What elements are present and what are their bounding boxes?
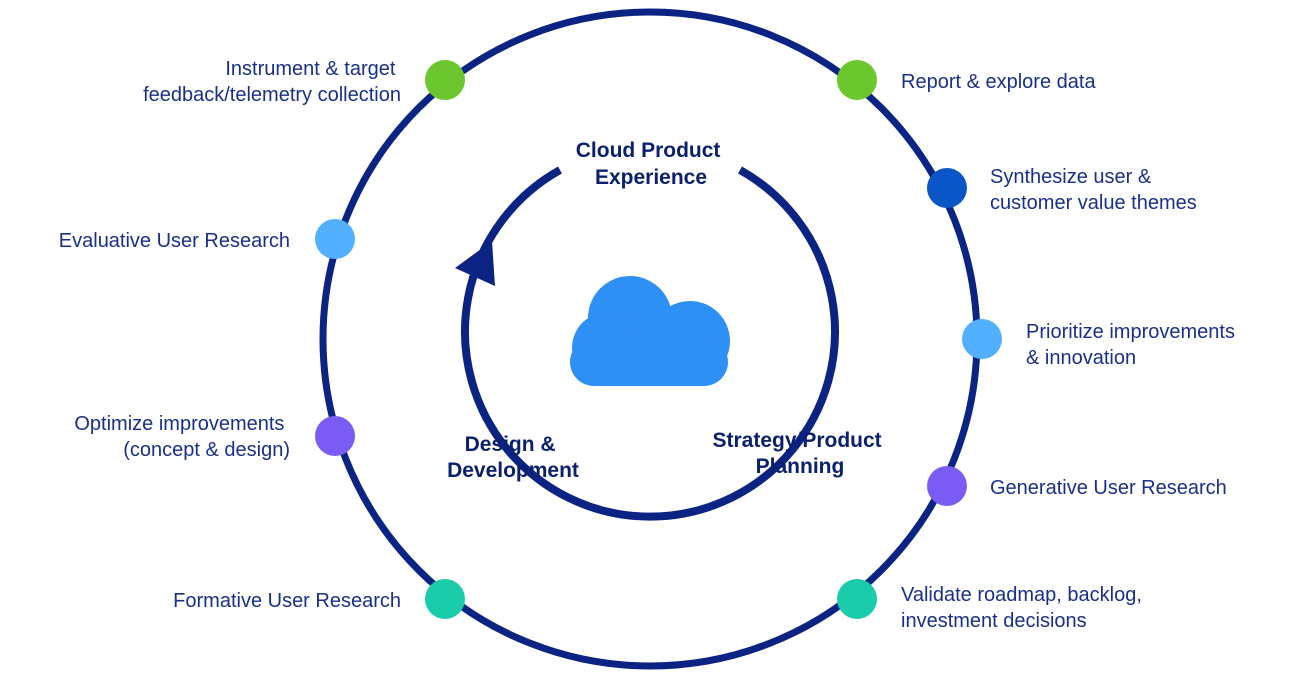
stage-label-prioritize: Prioritize improvements & innovation — [1026, 321, 1241, 369]
stage-label-validate-line-2: investment decisions — [901, 610, 1087, 632]
stage-marker-formative — [425, 579, 465, 619]
stage-label-formative-line-1: Formative User Research — [173, 590, 401, 612]
stage-label-optimize-line-2: (concept & design) — [123, 439, 290, 461]
center-right-label: Strategy/Product Planning — [712, 429, 887, 478]
stage-label-instrument-line-1: Instrument & target — [225, 58, 396, 80]
stage-marker-report — [837, 60, 877, 100]
center-left-label: Design & Development — [447, 433, 579, 482]
center-top-label-line-1: Cloud Product — [576, 139, 721, 162]
stage-marker-validate — [837, 579, 877, 619]
center-left-label-line-1: Design & — [465, 433, 556, 456]
cycle-arrow-icon — [455, 241, 495, 286]
stage-label-generative: Generative User Research — [990, 477, 1227, 499]
center-left-label-line-2: Development — [447, 459, 579, 482]
stage-marker-instrument — [425, 60, 465, 100]
inner-cycle-arc — [461, 166, 839, 521]
stage-label-synthesize: Synthesize user & customer value themes — [990, 166, 1197, 214]
stage-label-report: Report & explore data — [901, 71, 1096, 93]
stage-label-instrument-line-2: feedback/telemetry collection — [143, 84, 401, 106]
cloud-icon — [570, 276, 730, 386]
stage-label-generative-line-1: Generative User Research — [990, 477, 1227, 499]
stage-marker-generative — [927, 466, 967, 506]
stage-label-report-line-1: Report & explore data — [901, 71, 1096, 93]
stage-marker-optimize — [315, 416, 355, 456]
stage-label-evaluative: Evaluative User Research — [59, 230, 290, 252]
stage-marker-evaluative — [315, 219, 355, 259]
stage-marker-prioritize — [962, 319, 1002, 359]
stage-marker-synthesize — [927, 168, 967, 208]
stage-label-validate: Validate roadmap, backlog, investment de… — [901, 584, 1147, 632]
center-right-label-line-1: Strategy/Product — [712, 429, 881, 452]
center-right-label-line-2: Planning — [756, 455, 845, 478]
stage-label-optimize: Optimize improvements (concept & design) — [74, 413, 290, 461]
center-top-label-line-2: Experience — [595, 166, 707, 189]
stage-label-prioritize-line-2: & innovation — [1026, 347, 1136, 369]
center-top-label: Cloud Product Experience — [576, 139, 727, 189]
stage-label-prioritize-line-1: Prioritize improvements — [1026, 321, 1235, 343]
stage-label-optimize-line-1: Optimize improvements — [74, 413, 284, 435]
stage-label-evaluative-line-1: Evaluative User Research — [59, 230, 290, 252]
stage-label-synthesize-line-2: customer value themes — [990, 192, 1197, 214]
stage-label-formative: Formative User Research — [173, 590, 401, 612]
stage-label-synthesize-line-1: Synthesize user & — [990, 166, 1152, 188]
stage-label-instrument: Instrument & target feedback/telemetry c… — [143, 58, 401, 106]
stage-label-validate-line-1: Validate roadmap, backlog, — [901, 584, 1142, 606]
